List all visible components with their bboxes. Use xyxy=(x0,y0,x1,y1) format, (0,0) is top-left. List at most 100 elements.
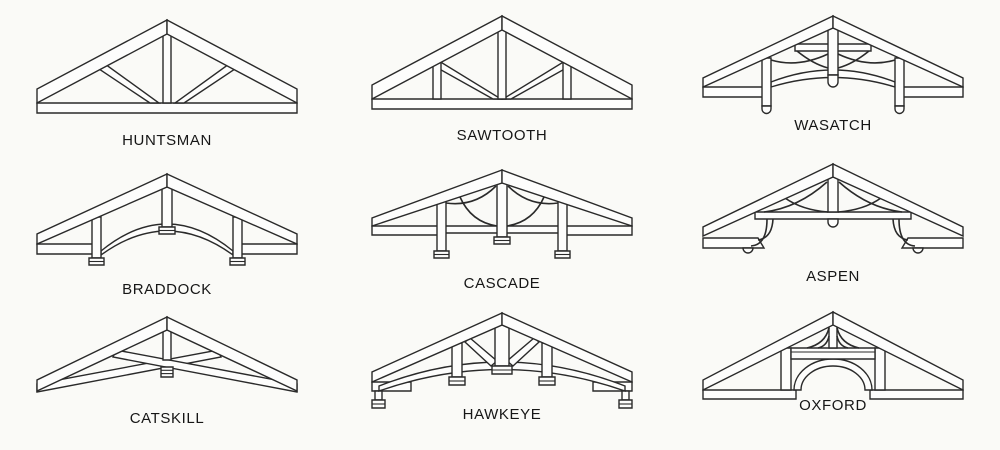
right-queen-post xyxy=(232,216,243,259)
left-corbel-inner xyxy=(750,218,768,247)
truss-cell-wasatch: WASATCH xyxy=(678,6,988,156)
left-queen-post xyxy=(780,347,792,391)
left-queen-post xyxy=(432,61,442,100)
bottom-chord xyxy=(36,102,298,114)
truss-label-sawtooth: SAWTOOTH xyxy=(456,127,548,144)
right-diagonal-strut xyxy=(505,337,541,367)
king-post-pendant xyxy=(160,366,174,378)
truss-label-wasatch: WASATCH xyxy=(794,117,872,134)
right-bottom-chord xyxy=(900,237,964,249)
right-rafter xyxy=(501,168,633,227)
left-post-pendant xyxy=(761,105,772,115)
right-eave-stub xyxy=(899,86,964,98)
left-curved-brace-inner xyxy=(459,196,498,227)
right-curved-brace-inner xyxy=(837,50,870,69)
right-chord-pendant xyxy=(912,247,924,254)
left-diagonal-strut xyxy=(463,337,499,367)
left-chord-pendant xyxy=(742,247,754,254)
right-corbel-outer xyxy=(892,218,909,241)
right-rafter xyxy=(832,162,964,238)
collar-beam xyxy=(790,347,876,360)
wasatch-truss-diagram xyxy=(702,14,964,115)
king-post xyxy=(497,21,507,100)
huntsman-truss-diagram xyxy=(36,18,298,114)
truss-cell-hawkeye: HAWKEYE xyxy=(347,300,657,450)
left-bottom-chord xyxy=(702,237,766,249)
truss-label-huntsman: HUNTSMAN xyxy=(122,132,212,149)
right-strut xyxy=(172,63,237,104)
left-curved-brace-outer xyxy=(770,53,829,64)
right-queen-post xyxy=(557,200,568,252)
king-post xyxy=(162,327,172,361)
king-post-pendant xyxy=(827,74,839,88)
sawtooth-truss-diagram xyxy=(371,14,633,110)
left-hammer-post xyxy=(761,57,772,107)
truss-label-hawkeye: HAWKEYE xyxy=(462,406,542,423)
braddock-truss-diagram xyxy=(36,172,298,266)
right-queen-post xyxy=(562,61,572,100)
collar-beam xyxy=(754,211,912,220)
right-end-post xyxy=(621,390,630,401)
right-queen-post xyxy=(874,347,886,391)
right-post-pendant xyxy=(894,105,905,115)
truss-cell-braddock: BRADDOCK xyxy=(12,158,322,308)
right-rafter xyxy=(832,310,964,392)
left-curved-brace-inner xyxy=(796,50,829,69)
left-fan-brace-outer xyxy=(806,327,830,349)
left-eave-stub xyxy=(702,86,767,98)
cascade-truss-diagram xyxy=(371,168,633,259)
right-corbel-inner xyxy=(898,218,916,247)
left-curved-brace-inner xyxy=(784,197,829,213)
left-curved-brace-outer xyxy=(445,185,497,205)
catskill-truss-diagram xyxy=(36,315,298,393)
left-queen-post xyxy=(436,200,447,252)
truss-cell-catskill: CATSKILL xyxy=(12,300,322,450)
truss-label-braddock: BRADDOCK xyxy=(122,281,212,298)
right-curved-brace-outer xyxy=(838,181,903,213)
truss-cell-cascade: CASCADE xyxy=(347,155,657,305)
hawkeye-truss-diagram xyxy=(371,311,633,409)
left-bottom-chord xyxy=(36,243,95,255)
right-curved-brace-inner xyxy=(506,196,545,227)
right-bottom-chord xyxy=(239,243,298,255)
truss-label-oxford: OXFORD xyxy=(799,397,867,414)
arch xyxy=(793,358,873,391)
truss-cell-huntsman: HUNTSMAN xyxy=(12,6,322,156)
right-rafter xyxy=(166,315,298,393)
left-strut xyxy=(97,63,162,104)
right-rafter xyxy=(166,18,298,105)
left-fan-brace-inner xyxy=(817,335,830,349)
left-mid-post xyxy=(451,342,463,378)
left-bottom-chord xyxy=(371,225,442,236)
king-post xyxy=(162,25,172,104)
left-diagonal xyxy=(432,60,504,100)
king-post-pendant xyxy=(827,218,839,228)
oxford-truss-diagram xyxy=(702,310,964,400)
right-curved-brace-inner xyxy=(837,197,882,213)
truss-cell-aspen: ASPEN xyxy=(678,152,988,302)
left-rafter xyxy=(702,162,834,238)
truss-cell-sawtooth: SAWTOOTH xyxy=(347,2,657,152)
left-bottom-chord xyxy=(702,389,797,400)
left-end-post xyxy=(374,390,383,401)
left-curved-brace-outer xyxy=(763,181,828,213)
right-hammer-post xyxy=(894,57,905,107)
right-rafter xyxy=(501,311,633,384)
right-rafter xyxy=(832,14,964,89)
right-rafter xyxy=(501,14,633,101)
left-rafter xyxy=(36,18,168,105)
truss-label-catskill: CATSKILL xyxy=(129,410,205,427)
left-corbel-outer xyxy=(757,218,774,241)
aspen-truss-diagram xyxy=(702,162,964,254)
truss-cell-oxford: OXFORD xyxy=(678,296,988,446)
right-fan-brace-outer xyxy=(836,327,860,349)
truss-label-aspen: ASPEN xyxy=(806,268,860,285)
right-mid-post xyxy=(541,342,553,378)
right-curved-brace-outer xyxy=(837,53,896,64)
right-fan-brace-inner xyxy=(836,335,849,349)
right-bottom-chord xyxy=(562,225,633,236)
bottom-chord xyxy=(371,98,633,110)
left-queen-post xyxy=(91,216,102,259)
king-post xyxy=(496,175,508,238)
